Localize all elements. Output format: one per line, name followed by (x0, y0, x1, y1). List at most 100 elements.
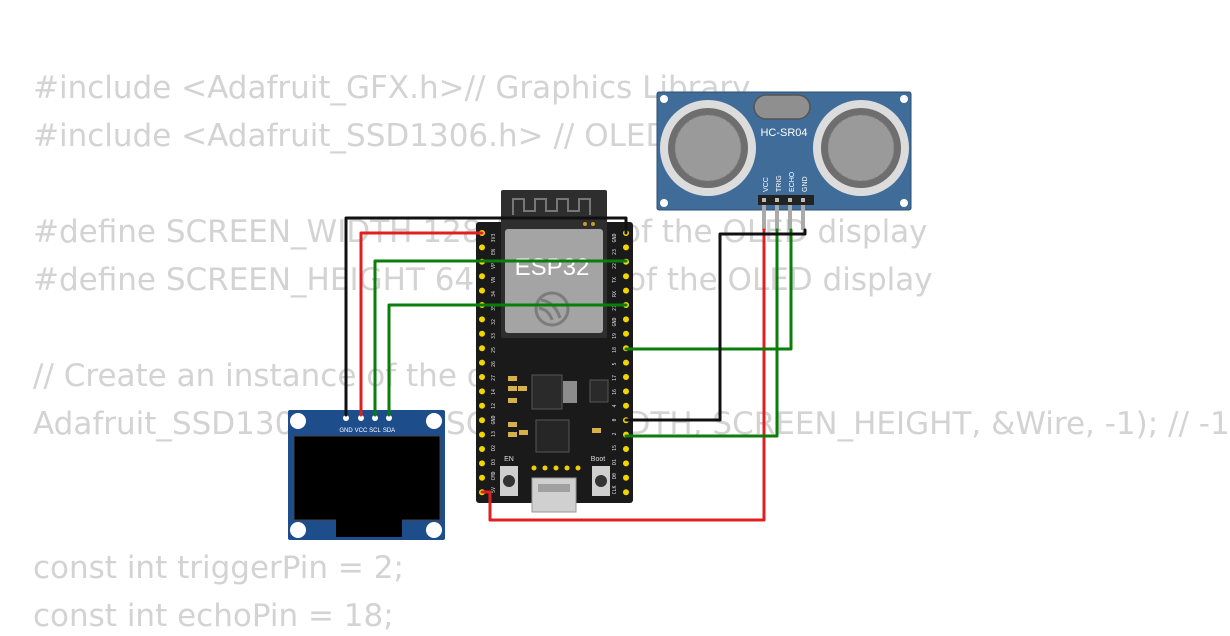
micro-usb-connector[interactable] (531, 477, 577, 513)
pin-label: 22 (612, 263, 618, 269)
header-pin[interactable] (479, 287, 485, 294)
pin-label: 16 (612, 389, 618, 395)
header-pin[interactable] (623, 273, 629, 280)
sensor-pin-label: TRIG (776, 175, 783, 192)
header-pin[interactable] (479, 431, 485, 438)
pin-label: D2 (491, 445, 497, 451)
pin-label: GND (612, 233, 618, 242)
header-pin[interactable] (479, 316, 485, 323)
pin-label: 33 (491, 333, 497, 339)
pin-label: 35 (491, 305, 497, 311)
smd-capacitor (508, 398, 517, 403)
pin-label: GND (491, 415, 497, 424)
header-pin[interactable] (623, 460, 629, 467)
pin-label: 13 (491, 431, 497, 437)
oled-pin[interactable] (386, 415, 392, 421)
pin-label: GND (612, 317, 618, 326)
oled-pin-label: SCL (369, 428, 381, 434)
wire-sensor-gnd[interactable] (624, 228, 807, 422)
boot-button[interactable] (592, 466, 610, 496)
smd-capacitor (519, 430, 528, 435)
header-pin[interactable] (479, 402, 485, 409)
header-pin[interactable] (479, 388, 485, 395)
voltage-regulator (531, 374, 563, 410)
pin-label: EN (491, 249, 497, 255)
sensor-pin-leg (762, 205, 766, 230)
wire-oled-gnd[interactable] (344, 216, 628, 417)
status-led (583, 222, 587, 226)
test-pad (564, 465, 570, 471)
oled-pin[interactable] (372, 415, 378, 421)
en-button[interactable] (500, 466, 518, 496)
pin-label: 32 (491, 319, 497, 325)
left-pin-labels: 3V3 EN VP VN 34 35 32 33 25 26 27 14 12 … (491, 233, 497, 493)
pin-label: 34 (491, 291, 497, 297)
pin-label: 27 (491, 375, 497, 381)
header-pin[interactable] (623, 287, 629, 294)
oled-pin-label: SDA (383, 428, 395, 434)
pin-label: D3 (491, 459, 497, 465)
code-line: const int triggerPin = 2; (33, 550, 404, 586)
oled-screen (293, 435, 441, 521)
header-pin[interactable] (479, 330, 485, 337)
header-pin[interactable] (479, 417, 485, 424)
header-pin[interactable] (479, 460, 485, 467)
pin-label: 14 (491, 389, 497, 395)
sensor-mount-hole (900, 199, 908, 207)
header-pin[interactable] (479, 474, 485, 481)
header-pin[interactable] (623, 474, 629, 481)
crystal-oscillator (753, 94, 811, 120)
header-pin[interactable] (479, 446, 485, 452)
sensor-pin[interactable] (788, 198, 792, 202)
esp32-board[interactable]: ESP32 3V3 EN VP VN 34 35 32 33 25 26 27 … (476, 190, 633, 513)
pin-label: 4 (612, 404, 618, 407)
pin-label: 19 (612, 333, 618, 339)
pin-label: RX (612, 291, 618, 297)
wire-sensor-vcc[interactable] (480, 228, 766, 522)
header-pin[interactable] (479, 244, 485, 251)
oled-pin-label: VCC (355, 428, 368, 434)
pin-label: 5 (612, 362, 618, 365)
header-pin[interactable] (479, 359, 485, 366)
oled-pin[interactable] (343, 415, 349, 421)
pin-label: 23 (612, 249, 618, 255)
header-pin[interactable] (623, 446, 629, 452)
ultrasonic-sensor[interactable]: HC-SR04 VCC TRIG ECHO GND (656, 91, 912, 230)
smd-capacitor (508, 432, 517, 437)
header-pin[interactable] (479, 345, 485, 352)
pin-label: D0 (612, 473, 618, 479)
header-pin[interactable] (479, 374, 485, 380)
header-pin[interactable] (623, 402, 629, 409)
oled-mount-hole (290, 522, 306, 538)
sensor-pin-leg (788, 205, 792, 230)
pin-label: 25 (491, 347, 497, 353)
wire-oled-sda[interactable] (387, 303, 628, 417)
header-pin[interactable] (623, 489, 629, 496)
pin-label: 15 (612, 445, 618, 451)
header-pin[interactable] (623, 374, 629, 380)
smd-capacitor (508, 386, 517, 391)
oled-display[interactable]: GND VCC SCL SDA (288, 410, 445, 540)
header-pin[interactable] (623, 359, 629, 366)
sensor-pin[interactable] (775, 198, 779, 202)
header-pin[interactable] (623, 330, 629, 337)
sensor-pin[interactable] (801, 198, 805, 202)
header-pin[interactable] (623, 244, 629, 251)
header-pin[interactable] (479, 273, 485, 280)
oled-ribbon (336, 519, 402, 537)
pin-label: CMD (491, 471, 497, 480)
sensor-pin[interactable] (762, 198, 766, 202)
regulator-tab (563, 381, 577, 403)
wire-sensor-echo[interactable] (624, 228, 793, 351)
sensor-model-label: HC-SR04 (760, 127, 807, 139)
header-pin[interactable] (623, 388, 629, 395)
pin-label: 0 (612, 418, 618, 421)
antenna-trace (512, 198, 591, 215)
wire-sensor-trig[interactable] (624, 228, 779, 438)
wire-oled-scl[interactable] (373, 259, 628, 417)
wires (344, 216, 807, 522)
oled-pin[interactable] (358, 415, 364, 421)
pin-label: CLK (612, 485, 618, 494)
wire-oled-vcc[interactable] (359, 231, 484, 417)
header-pin[interactable] (623, 316, 629, 323)
